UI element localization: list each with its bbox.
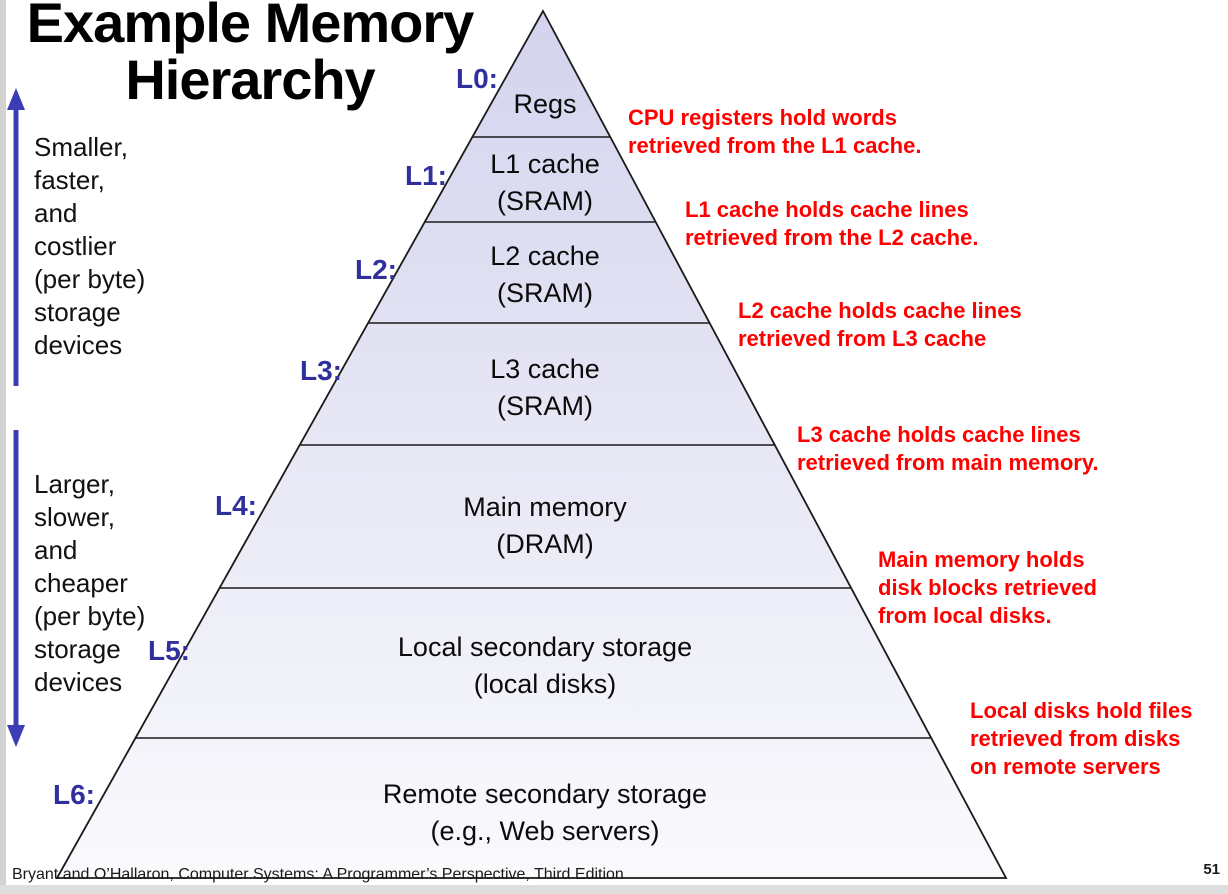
level-tag-l1: L1: bbox=[405, 160, 447, 191]
band-label-l3-cache: L3 cache (SRAM) bbox=[490, 354, 600, 421]
level-tag-l6: L6: bbox=[53, 779, 95, 810]
level-tag-l4: L4: bbox=[215, 490, 257, 521]
attribution-footer: Bryant and O’Hallaron, Computer Systems:… bbox=[12, 866, 624, 883]
annotation-l2-cache: L2 cache holds cache lines retrieved fro… bbox=[738, 298, 1022, 351]
annotation-l3-cache: L3 cache holds cache lines retrieved fro… bbox=[797, 422, 1099, 475]
bottom-edge-strip bbox=[0, 885, 1228, 894]
band-label-main-memory: Main memory (DRAM) bbox=[463, 492, 627, 559]
left-edge-strip bbox=[0, 0, 6, 894]
band-label-remote-secondary-storage: Remote secondary storage (e.g., Web serv… bbox=[382, 779, 708, 846]
annotation-l1-cache: L1 cache holds cache lines retrieved fro… bbox=[685, 197, 979, 250]
slide-title: Example Memory Hierarchy bbox=[26, 0, 475, 111]
down-arrow-icon bbox=[7, 430, 25, 747]
annotation-local-disks: Local disks hold files retrieved from di… bbox=[970, 698, 1193, 779]
band-label-l2-cache: L2 cache (SRAM) bbox=[490, 241, 600, 308]
level-tag-l3: L3: bbox=[300, 355, 342, 386]
annotation-main-memory: Main memory holds disk blocks retrieved … bbox=[878, 547, 1097, 628]
band-label-l1-cache: L1 cache (SRAM) bbox=[490, 149, 600, 216]
larger-slower-cheaper-label: Larger, slower, and cheaper (per byte) s… bbox=[34, 469, 146, 697]
band-label-regs: Regs bbox=[513, 89, 577, 119]
annotation-cpu-registers: CPU registers hold words retrieved from … bbox=[628, 105, 922, 158]
level-tag-l2: L2: bbox=[355, 254, 397, 285]
band-label-local-secondary-storage: Local secondary storage (local disks) bbox=[397, 632, 693, 699]
level-tag-l5: L5: bbox=[148, 635, 190, 666]
page-number: 51 bbox=[1203, 861, 1220, 878]
smaller-faster-costlier-label: Smaller, faster, and costlier (per byte)… bbox=[34, 132, 146, 360]
level-tag-l0: L0: bbox=[456, 63, 498, 94]
up-arrow-icon bbox=[7, 88, 25, 386]
